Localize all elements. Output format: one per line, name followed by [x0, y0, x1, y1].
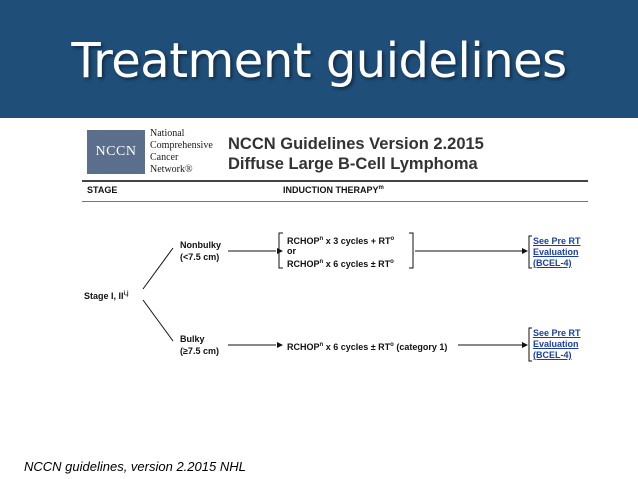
regimen-detail: x 6 cycles ± RT: [323, 342, 391, 352]
induction-label: INDUCTION THERAPY: [283, 185, 379, 195]
header-rule-top: [82, 180, 588, 182]
arrowhead: [277, 342, 283, 348]
guideline-version: NCCN Guidelines Version 2.2015: [228, 135, 484, 153]
stage-footnote: i,j: [123, 291, 129, 297]
slide-title: Treatment guidelines: [71, 33, 567, 89]
org-line: Comprehensive: [150, 140, 213, 151]
link-bracket-1: [528, 235, 532, 269]
stage-text: Stage I, II: [84, 291, 124, 301]
guideline-title: NCCN Guidelines Version 2.2015 Diffuse L…: [228, 134, 484, 174]
bulky-size: (≥7.5 cm): [180, 346, 219, 356]
nonbulky-label: Nonbulky: [180, 240, 222, 250]
org-line: National: [150, 128, 185, 139]
branch-line-bulky: [142, 299, 174, 342]
arrowhead: [522, 248, 528, 254]
regimen: RCHOP: [287, 259, 320, 269]
slide-caption: NCCN guidelines, version 2.2015 NHL: [24, 459, 246, 474]
title-banner: Treatment guidelines: [0, 0, 638, 118]
link-line[interactable]: Evaluation: [533, 339, 579, 349]
link-bracket-2: [528, 327, 532, 362]
org-line: Cancer: [150, 152, 179, 163]
link-line[interactable]: (BCEL-4): [533, 258, 572, 268]
footnote: n: [319, 236, 324, 242]
pre-rt-link-nonbulky[interactable]: See Pre RT Evaluation (BCEL-4): [533, 236, 581, 269]
nccn-logo: NCCN: [87, 130, 145, 174]
column-header-induction: INDUCTION THERAPYm: [283, 185, 384, 195]
guideline-subject: Diffuse Large B-Cell Lymphoma: [228, 155, 478, 173]
pre-rt-link-bulky[interactable]: See Pre RT Evaluation (BCEL-4): [533, 328, 581, 361]
footnote: o: [390, 259, 394, 265]
link-line[interactable]: See Pre RT: [533, 328, 581, 338]
org-line: Network®: [150, 164, 193, 175]
regimen-detail: x 3 cycles + RT: [323, 236, 391, 246]
regimen: RCHOP: [287, 342, 320, 352]
nonbulky-size: (<7.5 cm): [180, 252, 220, 262]
regimen-category: (category 1): [393, 342, 448, 352]
therapy-option-1: RCHOPn x 3 cycles + RTo: [287, 234, 394, 247]
link-line[interactable]: See Pre RT: [533, 236, 581, 246]
footnote: o: [390, 342, 394, 348]
therapy-bracket-right: [409, 232, 414, 269]
link-line[interactable]: Evaluation: [533, 247, 579, 257]
stage-label: Stage I, IIi,j: [84, 289, 129, 302]
arrowhead: [277, 248, 283, 254]
induction-footnote: m: [378, 185, 384, 191]
arrowhead: [522, 342, 528, 348]
therapy-or: or: [287, 246, 296, 256]
therapy-option-2: RCHOPn x 6 cycles ± RTo: [287, 257, 394, 270]
regimen: RCHOP: [287, 236, 320, 246]
footnote: o: [390, 236, 395, 242]
footnote: n: [319, 342, 324, 348]
header-rule-bottom: [82, 201, 588, 202]
column-header-stage: STAGE: [87, 185, 118, 195]
org-name: National Comprehensive Cancer Network®: [150, 128, 213, 176]
therapy-bulky: RCHOPn x 6 cycles ± RTo (category 1): [287, 340, 447, 353]
branch-line-nonbulky: [142, 247, 174, 290]
bulky-label: Bulky: [180, 334, 205, 344]
link-line[interactable]: (BCEL-4): [533, 350, 572, 360]
regimen-detail: x 6 cycles ± RT: [323, 259, 391, 269]
footnote: n: [319, 259, 324, 265]
